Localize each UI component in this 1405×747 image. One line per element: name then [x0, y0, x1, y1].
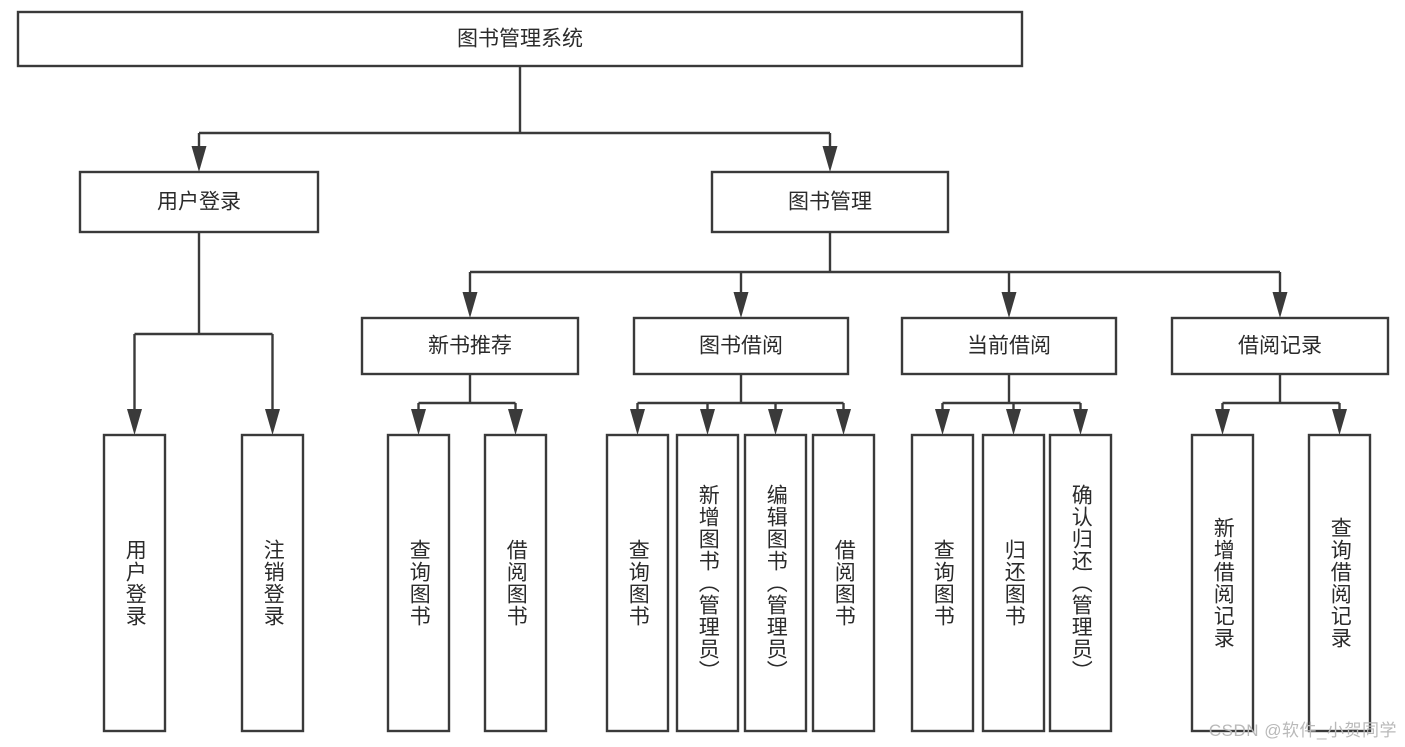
leaf-box-leaf-user-login[interactable] — [102, 433, 167, 733]
node-box-root[interactable] — [16, 10, 1024, 68]
node-label-book-borrow: 图书借阅 — [699, 335, 783, 358]
node-box-new-book-recommend[interactable] — [360, 316, 580, 376]
node-label-root: 图书管理系统 — [457, 28, 583, 51]
leaf-box-leaf-query-book-3[interactable] — [910, 433, 975, 733]
connectors-layer — [127, 66, 1347, 435]
node-box-borrow-record[interactable] — [1170, 316, 1390, 376]
csdn-watermark: CSDN @软件_小贺同学 — [1208, 721, 1397, 740]
leaf-box-leaf-query-record[interactable] — [1307, 433, 1372, 733]
node-label-book-manage: 图书管理 — [788, 191, 872, 214]
connector-bookmanage-to-level3 — [462, 232, 1288, 318]
connector-userlogin-to-leaves — [127, 232, 280, 435]
node-label-current-borrow: 当前借阅 — [967, 335, 1051, 358]
connector-root-to-level2 — [191, 66, 838, 172]
node-label-borrow-record: 借阅记录 — [1238, 335, 1322, 358]
leaf-box-leaf-borrow-book-2[interactable] — [811, 433, 876, 733]
leaf-box-leaf-query-book-1[interactable] — [386, 433, 451, 733]
leaf-box-leaf-query-book-2[interactable] — [605, 433, 670, 733]
node-box-current-borrow[interactable] — [900, 316, 1118, 376]
leaf-box-leaf-edit-book[interactable] — [743, 433, 808, 733]
leaf-box-leaf-return-book[interactable] — [981, 433, 1046, 733]
leaf-box-leaf-logout[interactable] — [240, 433, 305, 733]
connector-record-to-leaves — [1215, 374, 1347, 435]
boxes-layer — [16, 10, 1390, 733]
node-box-book-borrow[interactable] — [632, 316, 850, 376]
node-label-user-login: 用户登录 — [157, 191, 241, 214]
connector-recommend-to-leaves — [411, 374, 523, 435]
connector-current-to-leaves — [935, 374, 1088, 435]
node-label-new-book-recommend: 新书推荐 — [428, 335, 512, 358]
node-box-book-manage[interactable] — [710, 170, 950, 234]
leaf-box-leaf-add-book[interactable] — [675, 433, 740, 733]
connector-borrow-to-leaves — [630, 374, 851, 435]
node-box-user-login[interactable] — [78, 170, 320, 234]
leaf-box-leaf-confirm-return[interactable] — [1048, 433, 1113, 733]
leaf-box-leaf-add-record[interactable] — [1190, 433, 1255, 733]
leaf-box-leaf-borrow-book-1[interactable] — [483, 433, 548, 733]
